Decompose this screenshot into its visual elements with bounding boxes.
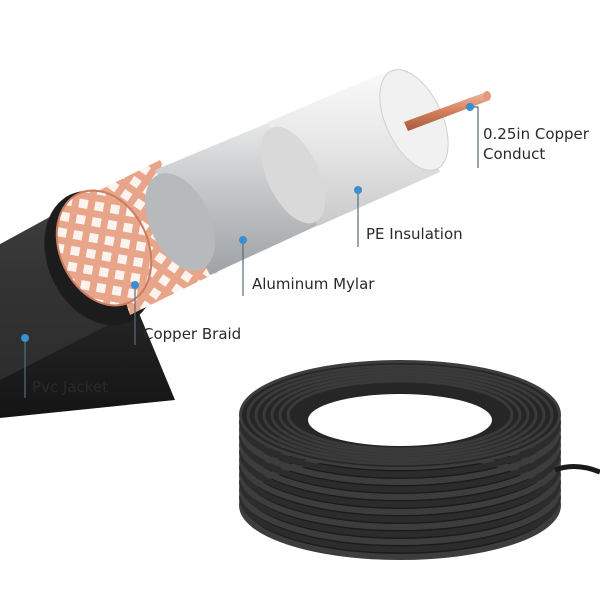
pe-insulation-marker	[354, 186, 362, 194]
copper-braid-layer	[55, 160, 218, 315]
coil-top-ring	[286, 379, 514, 451]
coil-top-ring	[246, 364, 554, 466]
conductor-marker	[466, 103, 474, 111]
coil-top-ring	[270, 373, 530, 457]
aluminum-mylar-marker	[239, 236, 247, 244]
coiled-cable	[239, 360, 561, 560]
coil-top-ring	[254, 367, 546, 463]
callout-dots	[21, 103, 474, 342]
coil-hole	[308, 394, 492, 446]
copper-braid-marker	[131, 281, 139, 289]
cable-tail	[554, 464, 600, 475]
pe-insulation-label: PE Insulation	[366, 225, 463, 243]
conductor-label: 0.25in Copper Conduct	[483, 124, 600, 164]
aluminum-mylar-label: Aluminum Mylar	[252, 275, 375, 293]
coil-top-ring	[278, 376, 522, 454]
copper-braid-label: Copper Braid	[143, 325, 242, 343]
copper-conductor	[404, 91, 491, 131]
pe-insulation-layer	[260, 68, 449, 226]
conductor-label-line1: 0.25in Copper	[483, 125, 589, 143]
pvc-jacket-label: Pvc Jacket	[32, 378, 109, 396]
conductor-label-line2: Conduct	[483, 145, 546, 163]
callout-lines	[24, 106, 479, 398]
pvc-jacket-marker	[21, 334, 29, 342]
coil-top-ring	[262, 370, 538, 460]
